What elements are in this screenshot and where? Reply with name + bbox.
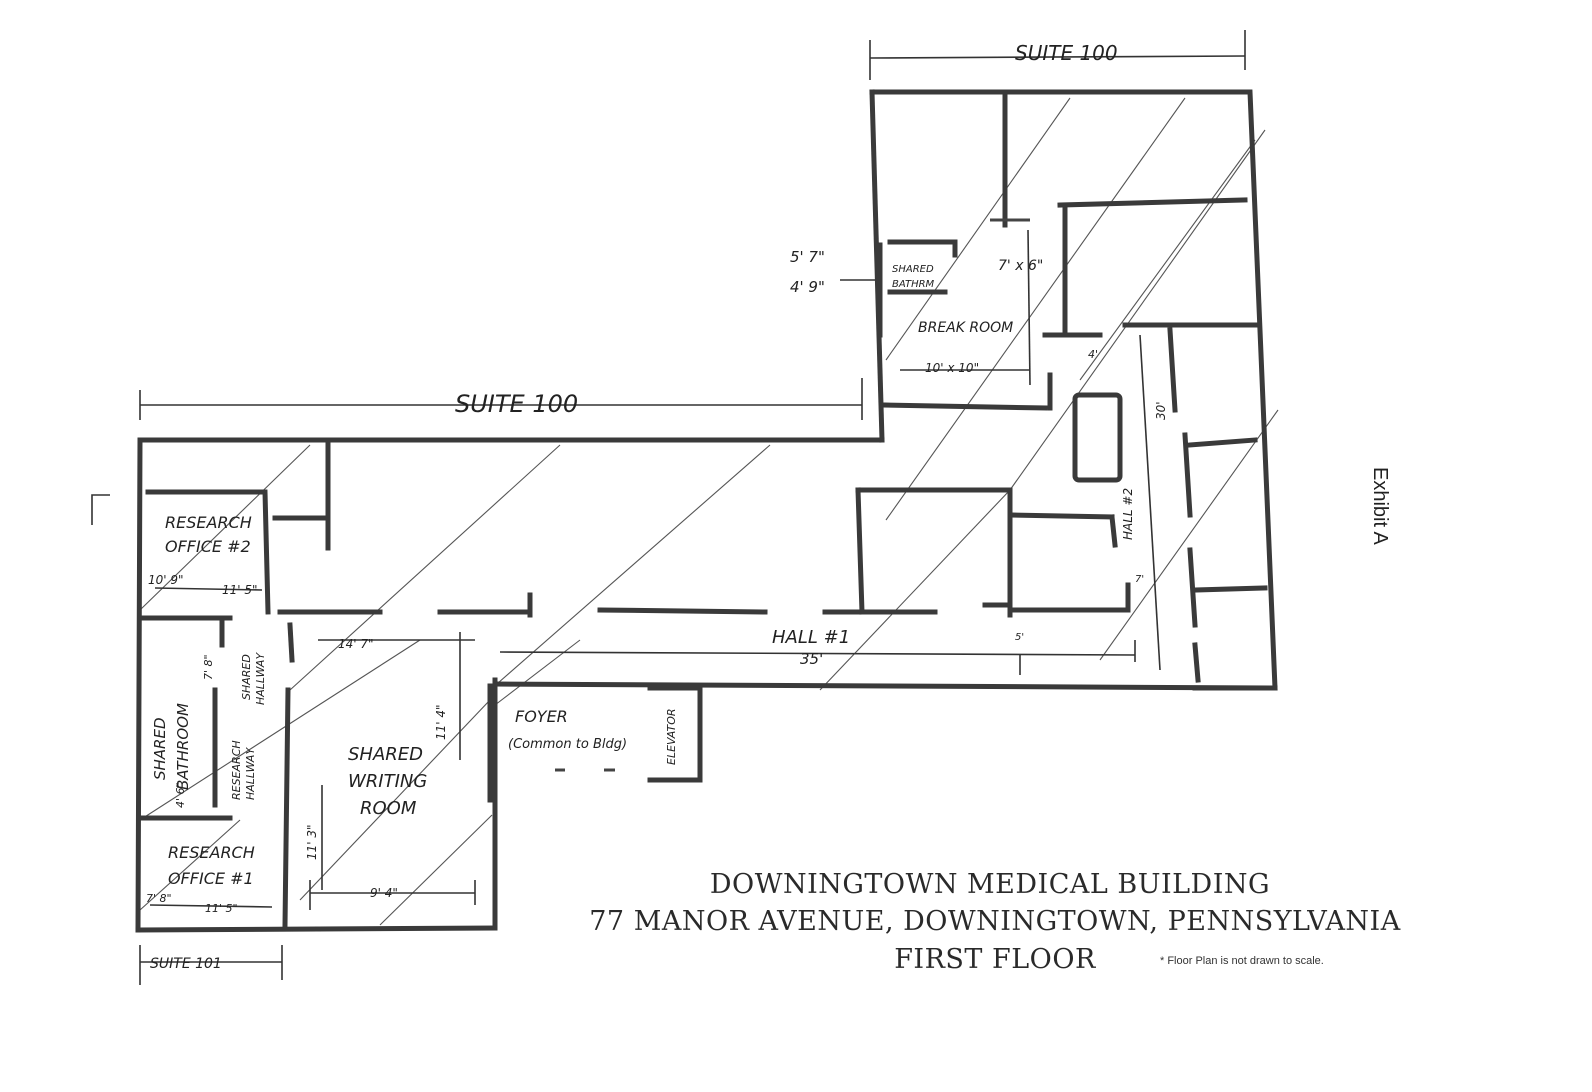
dim-10-9: 10' 9": [148, 573, 184, 587]
research-hallway-line1: RESEARCH: [230, 740, 243, 800]
hall-2-label: HALL #2: [1121, 488, 1135, 540]
writing-room-line1: SHARED: [348, 744, 423, 765]
writing-room-line3: ROOM: [360, 798, 417, 819]
scale-note: * Floor Plan is not drawn to scale.: [1160, 955, 1324, 967]
dim-11-3: 11' 3": [305, 824, 319, 860]
dim-35: 35': [800, 650, 823, 668]
interior-walls: [137, 92, 1268, 928]
dim-11-4: 11' 4": [434, 704, 448, 740]
hatch-lines: [139, 97, 1279, 926]
foyer-line2: (Common to Bldg): [508, 737, 627, 752]
dim-9-4: 9' 4": [370, 886, 398, 900]
suite-left-label: SUITE 100: [455, 390, 578, 418]
shared-bathroom-line2: BATHROOM: [174, 703, 192, 790]
dim-10-10: 10' x 10": [925, 361, 979, 375]
elevator-label: ELEVATOR: [665, 708, 678, 765]
shared-hallway-line2: HALLWAY: [254, 652, 267, 705]
writing-room-line2: WRITING: [348, 771, 427, 792]
dimension-lines: [91, 30, 1246, 985]
research-office-1-line2: OFFICE #1: [168, 869, 254, 888]
dimension-labels: 5' 7" 4' 9" 7' x 6" 10' x 10" 4' 30' 10'…: [146, 248, 1168, 915]
title-line-3: FIRST FLOOR: [894, 944, 1096, 975]
dim-11-5a: 11' 5": [222, 583, 258, 597]
outer-walls: [135, 89, 1278, 933]
research-office-2-line1: RESEARCH: [165, 513, 252, 532]
dim-7-8: 7' 8": [202, 654, 215, 680]
shared-bathrm-small-line2: BATHRM: [892, 279, 935, 290]
dim-4-9: 4' 9": [790, 278, 825, 296]
dim-5-7: 5' 7": [790, 248, 825, 266]
dim-7-6: 7' x 6": [998, 258, 1043, 274]
dim-14-7: 14' 7": [338, 637, 374, 651]
dim-7-8b: 7' 8": [146, 892, 172, 905]
room-labels: SUITE 100 SUITE 100 SUITE 101 RESEARCH O…: [150, 41, 1135, 972]
dim-4-6: 4' 6": [174, 782, 187, 808]
suite-bottom-label: SUITE 101: [150, 956, 222, 972]
title-line-2: 77 MANOR AVENUE, DOWNINGTOWN, PENNSYLVAN…: [589, 906, 1400, 937]
research-office-1-line1: RESEARCH: [168, 843, 255, 862]
research-hallway-line2: HALLWAY: [244, 747, 257, 800]
research-office-2-line2: OFFICE #2: [165, 537, 251, 556]
break-room-label: BREAK ROOM: [918, 320, 1013, 336]
dim-30: 30': [1154, 401, 1168, 420]
title-line-1: DOWNINGTOWN MEDICAL BUILDING: [710, 869, 1270, 900]
shared-bathroom-line1: SHARED: [151, 717, 169, 780]
shared-bathrm-small-line1: SHARED: [892, 264, 934, 275]
suite-top-label: SUITE 100: [1015, 41, 1118, 65]
exhibit-label: Exhibit A: [1369, 467, 1391, 545]
dim-11-5b: 11' 5": [205, 902, 238, 915]
hall-1-label: HALL #1: [772, 627, 850, 648]
foyer-line1: FOYER: [515, 707, 568, 726]
dim-4: 4': [1088, 348, 1098, 361]
dim-7: 7': [1135, 574, 1144, 585]
dim-5: 5': [1015, 632, 1024, 643]
shared-hallway-line1: SHARED: [240, 654, 253, 700]
title-block: DOWNINGTOWN MEDICAL BUILDING 77 MANOR AV…: [589, 869, 1400, 975]
